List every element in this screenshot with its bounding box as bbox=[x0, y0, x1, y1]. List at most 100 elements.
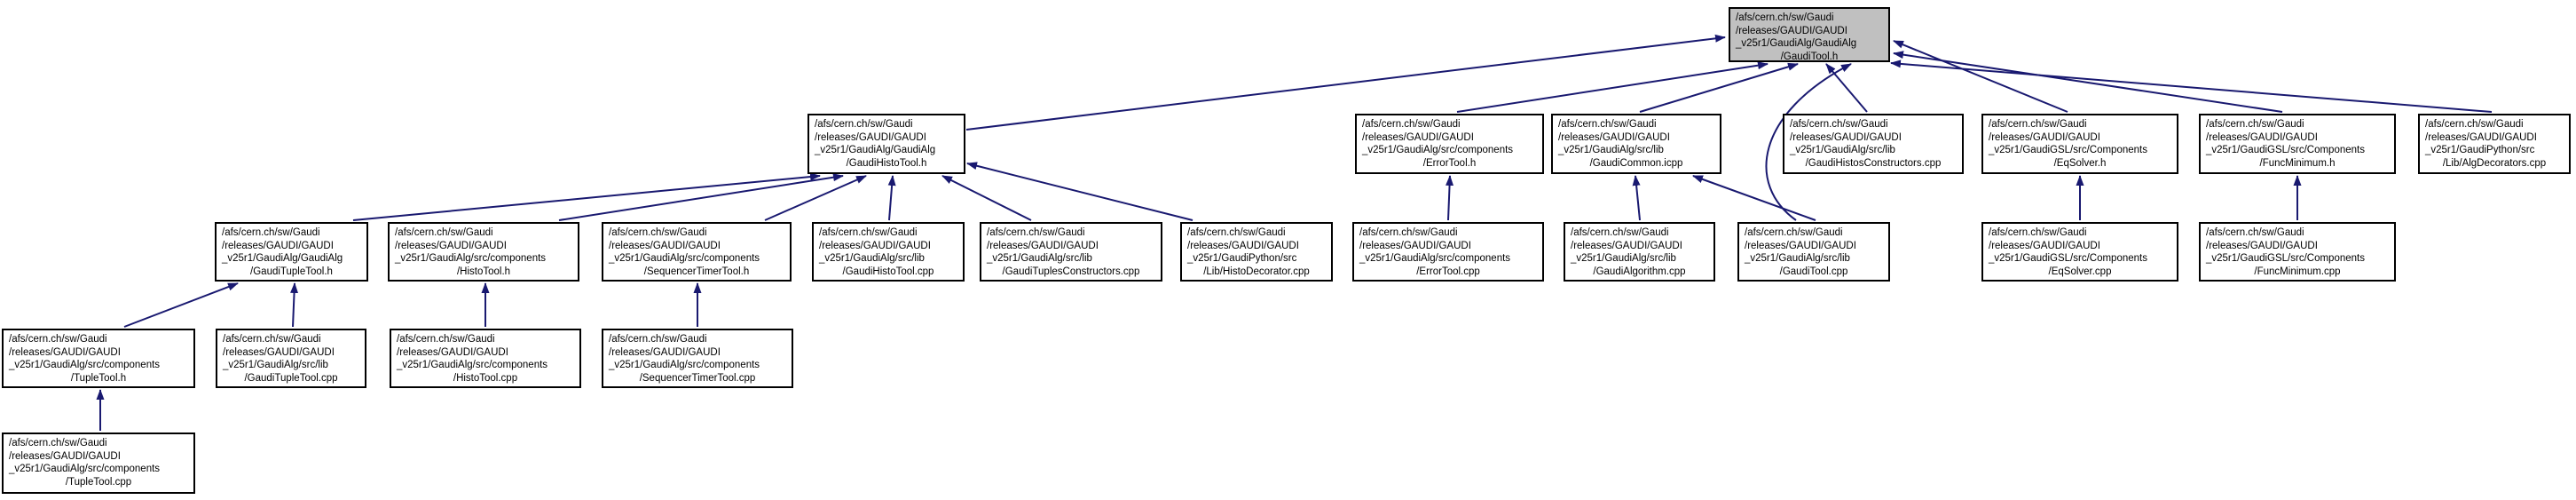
node-path-line: /releases/GAUDI/GAUDI bbox=[9, 346, 121, 358]
node-path-line: /GaudiHistoTool.cpp bbox=[842, 266, 934, 277]
node-path-line: _v25r1/GaudiAlg/GaudiAlg bbox=[815, 145, 936, 156]
node-errortool-h[interactable]: /afs/cern.ch/sw/Gaudi/releases/GAUDI/GAU… bbox=[1355, 114, 1544, 174]
node-gaudihistotool-h[interactable]: /afs/cern.ch/sw/Gaudi/releases/GAUDI/GAU… bbox=[807, 114, 965, 174]
edge-histodecorator-cpp-to-gaudihistotool-h bbox=[966, 162, 1193, 221]
node-gaudialgorithm-cpp[interactable]: /afs/cern.ch/sw/Gaudi/releases/GAUDI/GAU… bbox=[1564, 222, 1715, 282]
node-path-line: /EqSolver.h bbox=[2053, 157, 2107, 169]
node-path-line: _v25r1/GaudiAlg/src/components bbox=[397, 360, 548, 371]
edge-gauditupletool-h-to-gaudihistotool-h bbox=[352, 172, 821, 221]
node-path-line: _v25r1/GaudiAlg/src/components bbox=[609, 360, 760, 371]
node-path-line: /TupleTool.h bbox=[70, 372, 127, 384]
node-path-line: _v25r1/GaudiAlg/src/lib bbox=[223, 360, 328, 371]
node-path-line: /ErrorTool.h bbox=[1422, 157, 1477, 169]
node-path-line: /afs/cern.ch/sw/Gaudi bbox=[1745, 227, 1843, 238]
node-path-line: _v25r1/GaudiAlg/GaudiAlg bbox=[1736, 38, 1857, 50]
node-path-line: /afs/cern.ch/sw/Gaudi bbox=[1571, 227, 1669, 238]
node-path-line: /releases/GAUDI/GAUDI bbox=[987, 240, 1099, 251]
node-path-line: _v25r1/GaudiGSL/src/Components bbox=[2206, 253, 2365, 265]
node-histotool-h[interactable]: /afs/cern.ch/sw/Gaudi/releases/GAUDI/GAU… bbox=[388, 222, 579, 282]
node-gaudihistotool-cpp[interactable]: /afs/cern.ch/sw/Gaudi/releases/GAUDI/GAU… bbox=[812, 222, 965, 282]
node-path-line: /releases/GAUDI/GAUDI bbox=[395, 240, 507, 251]
edge-gauditupletool-cpp-to-gauditupletool-h bbox=[290, 282, 299, 328]
edge-gaudituplesconstructors-cpp-to-gaudihistotool-h bbox=[941, 175, 1032, 221]
node-path-line: /GaudiTuplesConstructors.cpp bbox=[1002, 266, 1140, 277]
node-path-line: _v25r1/GaudiAlg/GaudiAlg bbox=[222, 253, 343, 265]
node-path-line: /GaudiAlgorithm.cpp bbox=[1593, 266, 1686, 277]
node-errortool-cpp[interactable]: /afs/cern.ch/sw/Gaudi/releases/GAUDI/GAU… bbox=[1352, 222, 1544, 282]
node-path-line: /afs/cern.ch/sw/Gaudi bbox=[222, 227, 320, 238]
node-path-line: _v25r1/GaudiAlg/src/lib bbox=[819, 253, 925, 265]
node-path-line: /EqSolver.cpp bbox=[2048, 266, 2112, 277]
node-path-line: _v25r1/GaudiAlg/src/components bbox=[1359, 253, 1511, 265]
node-path-line: /releases/GAUDI/GAUDI bbox=[1989, 131, 2100, 143]
node-histodecorator-cpp[interactable]: /afs/cern.ch/sw/Gaudi/releases/GAUDI/GAU… bbox=[1180, 222, 1333, 282]
node-path-line: _v25r1/GaudiGSL/src/Components bbox=[1989, 145, 2147, 156]
node-path-line: _v25r1/GaudiAlg/src/components bbox=[9, 464, 161, 475]
node-path-line: _v25r1/GaudiAlg/src/components bbox=[395, 253, 547, 265]
node-path-line: /HistoTool.h bbox=[456, 266, 511, 277]
node-path-line: /SequencerTimerTool.cpp bbox=[639, 372, 756, 384]
node-path-line: /afs/cern.ch/sw/Gaudi bbox=[1790, 119, 1888, 130]
node-path-line: /afs/cern.ch/sw/Gaudi bbox=[1362, 119, 1461, 130]
node-algdecorators-cpp[interactable]: /afs/cern.ch/sw/Gaudi/releases/GAUDI/GAU… bbox=[2418, 114, 2571, 174]
node-path-line: /releases/GAUDI/GAUDI bbox=[1790, 131, 1902, 143]
node-path-line: /releases/GAUDI/GAUDI bbox=[819, 240, 931, 251]
edge-funcminimum-h-to-gauditool-h bbox=[1893, 51, 2283, 113]
node-path-line: /Lib/HistoDecorator.cpp bbox=[1203, 266, 1310, 277]
node-path-line: /afs/cern.ch/sw/Gaudi bbox=[395, 227, 493, 238]
node-sequencertimertool-cpp[interactable]: /afs/cern.ch/sw/Gaudi/releases/GAUDI/GAU… bbox=[602, 329, 793, 388]
edge-gaudihistotool-cpp-to-gaudihistotool-h bbox=[887, 175, 896, 221]
node-path-line: /releases/GAUDI/GAUDI bbox=[609, 346, 721, 358]
node-path-line: /afs/cern.ch/sw/Gaudi bbox=[815, 119, 913, 130]
node-gauditool-cpp[interactable]: /afs/cern.ch/sw/Gaudi/releases/GAUDI/GAU… bbox=[1737, 222, 1890, 282]
node-eqsolver-cpp[interactable]: /afs/cern.ch/sw/Gaudi/releases/GAUDI/GAU… bbox=[1981, 222, 2178, 282]
node-path-line: /TupleTool.cpp bbox=[65, 476, 132, 488]
node-path-line: _v25r1/GaudiAlg/src/components bbox=[1362, 145, 1514, 156]
node-path-line: /releases/GAUDI/GAUDI bbox=[2425, 131, 2537, 143]
node-eqsolver-h[interactable]: /afs/cern.ch/sw/Gaudi/releases/GAUDI/GAU… bbox=[1981, 114, 2178, 174]
node-path-line: /afs/cern.ch/sw/Gaudi bbox=[819, 227, 918, 238]
node-path-line: _v25r1/GaudiPython/src bbox=[1187, 253, 1297, 265]
node-gaudituplesconstructors-cpp[interactable]: /afs/cern.ch/sw/Gaudi/releases/GAUDI/GAU… bbox=[980, 222, 1162, 282]
node-path-line: /afs/cern.ch/sw/Gaudi bbox=[2206, 119, 2304, 130]
node-path-line: /GaudiTupleTool.cpp bbox=[244, 372, 338, 384]
node-path-line: _v25r1/GaudiAlg/src/lib bbox=[1571, 253, 1676, 265]
node-gauditool-h[interactable]: /afs/cern.ch/sw/Gaudi/releases/GAUDI/GAU… bbox=[1729, 7, 1890, 62]
node-path-line: /releases/GAUDI/GAUDI bbox=[397, 346, 508, 358]
node-funcminimum-h[interactable]: /afs/cern.ch/sw/Gaudi/releases/GAUDI/GAU… bbox=[2199, 114, 2396, 174]
node-path-line: /GaudiTool.cpp bbox=[1779, 266, 1848, 277]
node-path-line: /afs/cern.ch/sw/Gaudi bbox=[609, 334, 707, 345]
node-sequencertimertool-h[interactable]: /afs/cern.ch/sw/Gaudi/releases/GAUDI/GAU… bbox=[602, 222, 792, 282]
node-path-line: /afs/cern.ch/sw/Gaudi bbox=[1187, 227, 1286, 238]
node-path-line: /GaudiCommon.icpp bbox=[1589, 157, 1683, 169]
node-path-line: _v25r1/GaudiGSL/src/Components bbox=[2206, 145, 2365, 156]
node-path-line: _v25r1/GaudiAlg/src/lib bbox=[1745, 253, 1850, 265]
node-tupletool-cpp[interactable]: /afs/cern.ch/sw/Gaudi/releases/GAUDI/GAU… bbox=[2, 433, 195, 494]
node-path-line: /afs/cern.ch/sw/Gaudi bbox=[1736, 12, 1834, 23]
node-path-line: /releases/GAUDI/GAUDI bbox=[2206, 240, 2318, 251]
node-path-line: _v25r1/GaudiAlg/src/lib bbox=[987, 253, 1092, 265]
node-funcminimum-cpp[interactable]: /afs/cern.ch/sw/Gaudi/releases/GAUDI/GAU… bbox=[2199, 222, 2396, 282]
node-path-line: _v25r1/GaudiAlg/src/components bbox=[609, 253, 760, 265]
node-gaudicommon-icpp[interactable]: /afs/cern.ch/sw/Gaudi/releases/GAUDI/GAU… bbox=[1551, 114, 1721, 174]
node-path-line: /releases/GAUDI/GAUDI bbox=[223, 346, 335, 358]
edge-gaudialgorithm-cpp-to-gaudicommon-icpp bbox=[1632, 175, 1641, 221]
node-path-line: _v25r1/GaudiGSL/src/Components bbox=[1989, 253, 2147, 265]
node-path-line: /afs/cern.ch/sw/Gaudi bbox=[2425, 119, 2524, 130]
node-path-line: /GaudiHistosConstructors.cpp bbox=[1805, 157, 1942, 169]
node-path-line: /HistoTool.cpp bbox=[453, 372, 518, 384]
node-path-line: /SequencerTimerTool.h bbox=[643, 266, 750, 277]
node-histotool-cpp[interactable]: /afs/cern.ch/sw/Gaudi/releases/GAUDI/GAU… bbox=[390, 329, 581, 388]
node-gauditupletool-cpp[interactable]: /afs/cern.ch/sw/Gaudi/releases/GAUDI/GAU… bbox=[216, 329, 366, 388]
node-tupletool-h[interactable]: /afs/cern.ch/sw/Gaudi/releases/GAUDI/GAU… bbox=[2, 329, 195, 388]
node-path-line: _v25r1/GaudiAlg/src/lib bbox=[1558, 145, 1664, 156]
node-path-line: /afs/cern.ch/sw/Gaudi bbox=[1558, 119, 1657, 130]
node-path-line: /afs/cern.ch/sw/Gaudi bbox=[223, 334, 321, 345]
node-path-line: /releases/GAUDI/GAUDI bbox=[815, 131, 926, 143]
edge-tupletool-h-to-gauditupletool-h bbox=[123, 282, 239, 328]
node-path-line: _v25r1/GaudiAlg/src/components bbox=[9, 360, 161, 371]
node-gaudihistosconstructors-cpp[interactable]: /afs/cern.ch/sw/Gaudi/releases/GAUDI/GAU… bbox=[1783, 114, 1964, 174]
node-gauditupletool-h[interactable]: /afs/cern.ch/sw/Gaudi/releases/GAUDI/GAU… bbox=[215, 222, 368, 282]
node-path-line: /releases/GAUDI/GAUDI bbox=[1558, 131, 1670, 143]
